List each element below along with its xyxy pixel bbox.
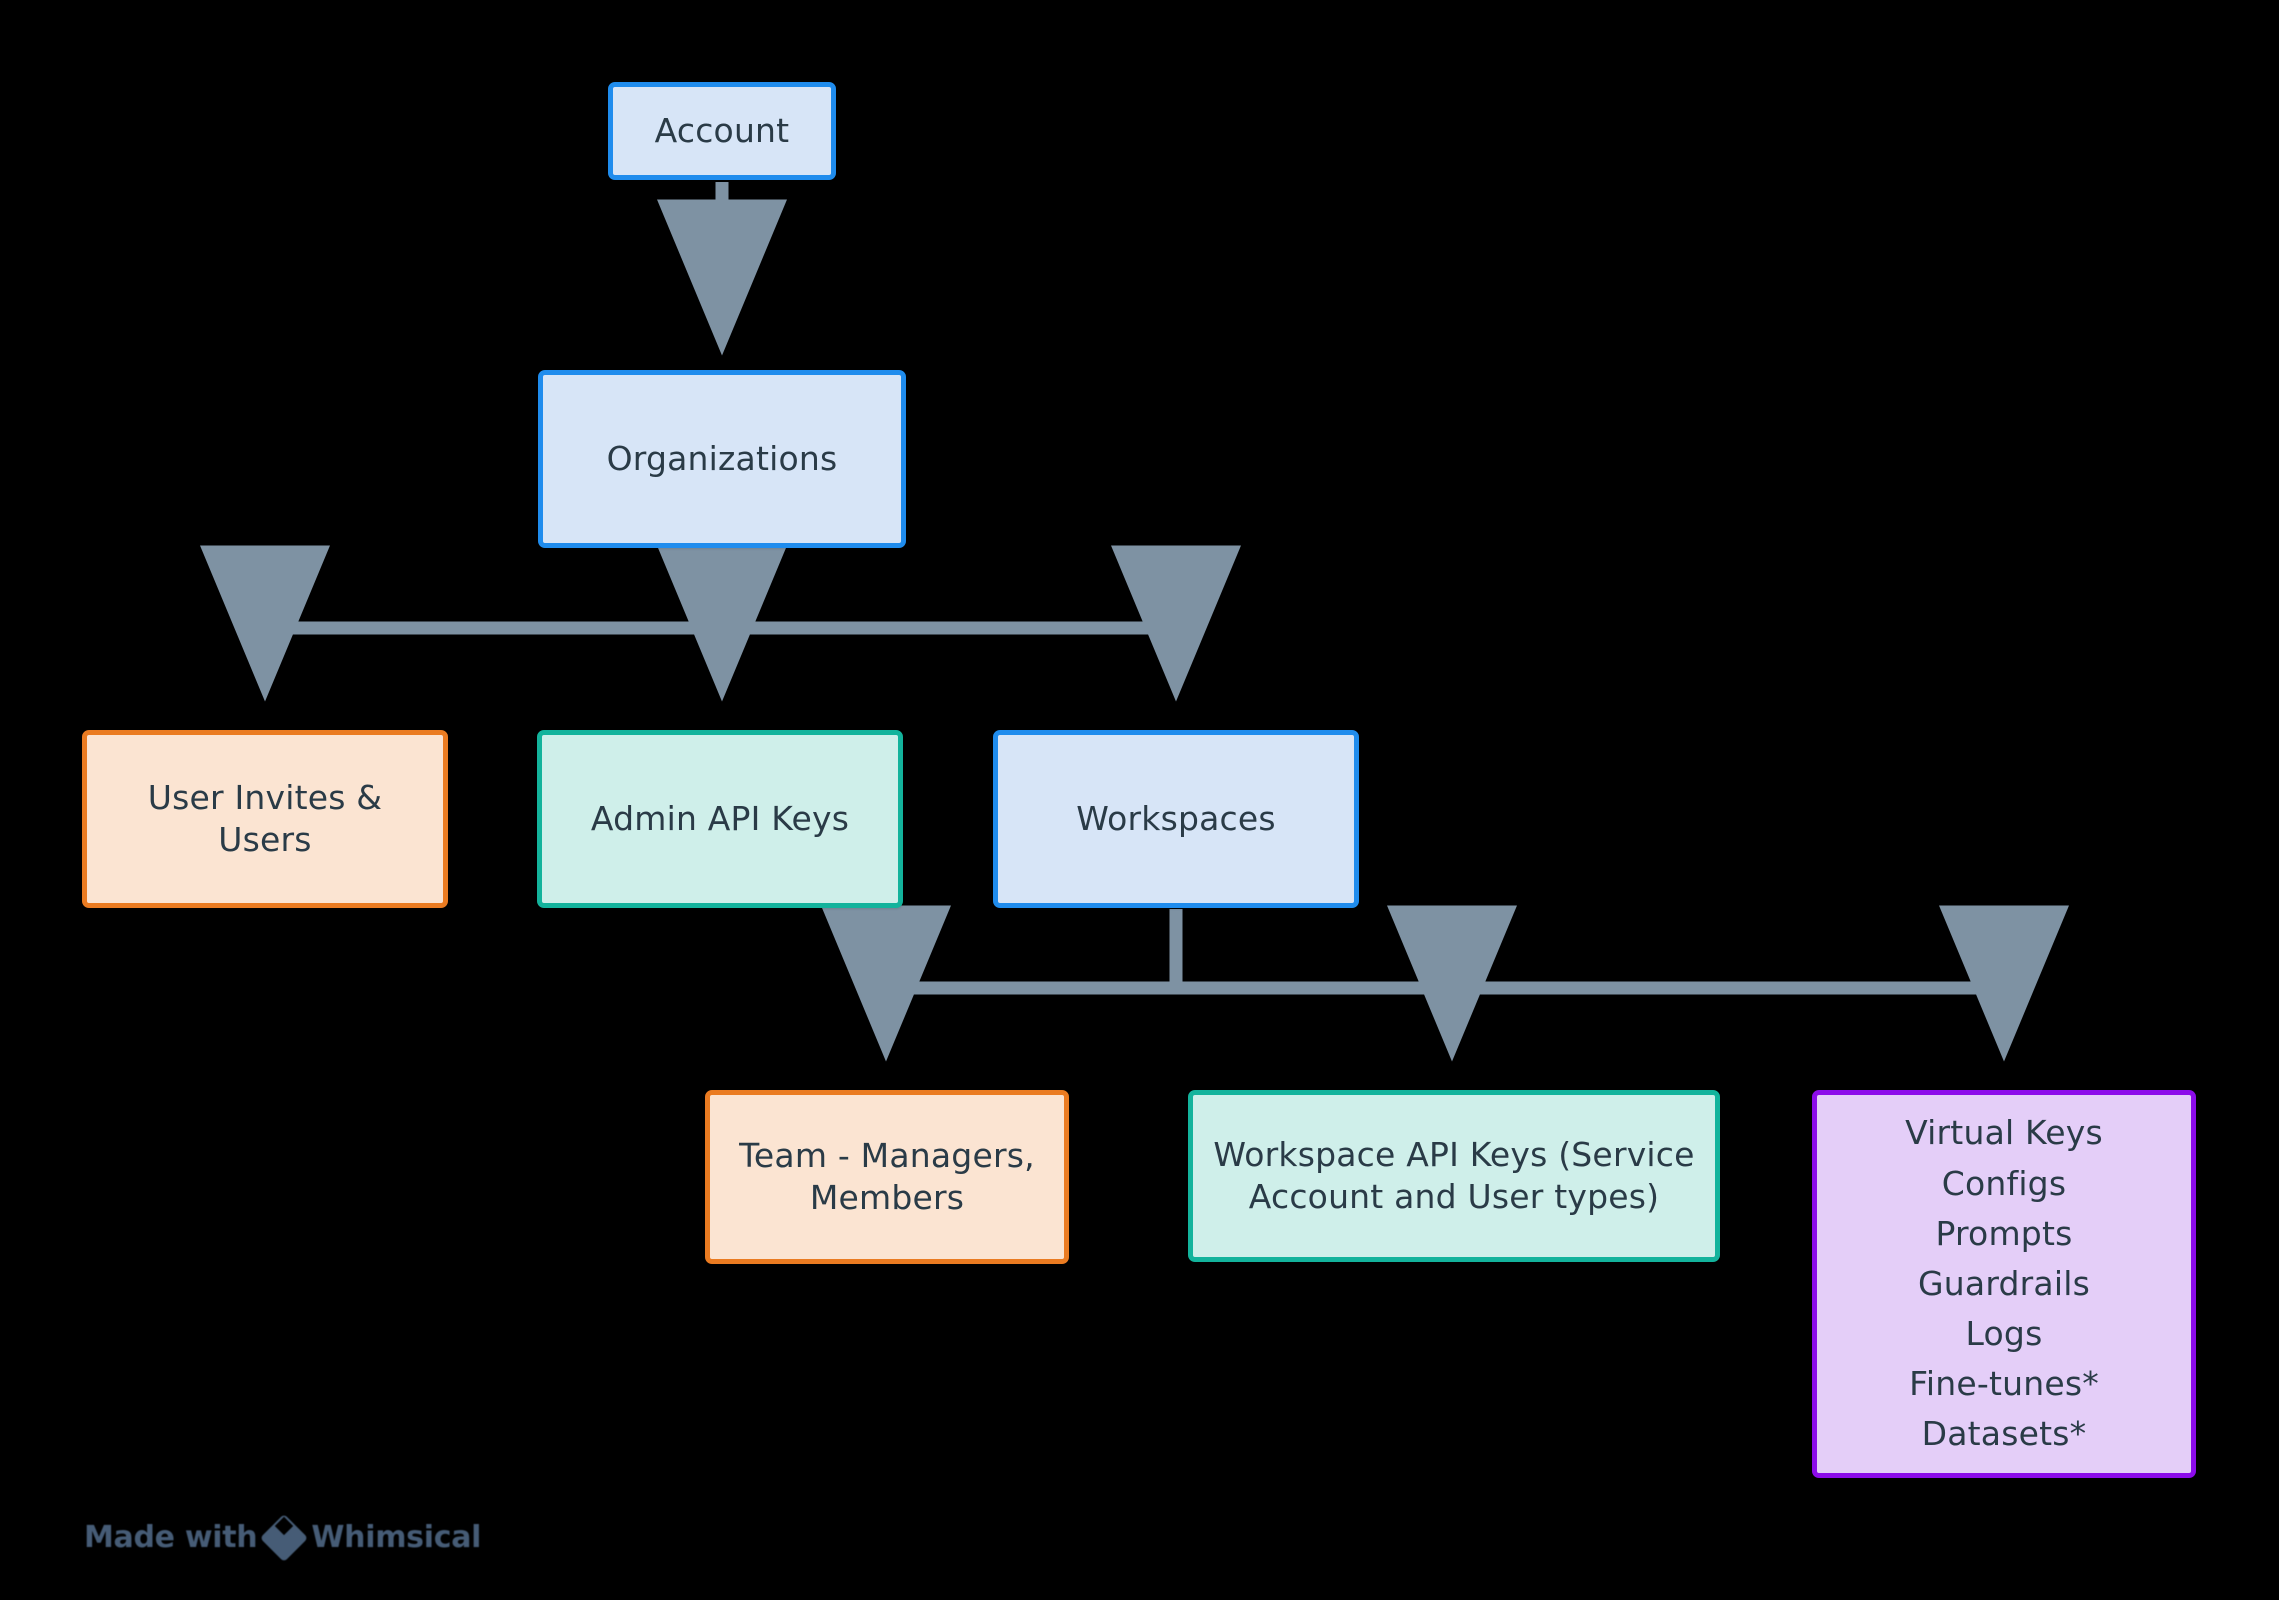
node-workspaces[interactable]: Workspaces	[993, 730, 1359, 908]
node-admin-api-keys[interactable]: Admin API Keys	[537, 730, 903, 908]
edge-workspaces-workspace-api-keys	[1176, 905, 1517, 1062]
node-team-managers-members-label: Team - Managers, Members	[739, 1135, 1035, 1217]
node-workspace-api-keys-label: Workspace API Keys (Service Account and …	[1213, 1134, 1695, 1216]
edge-workspaces-workspace-resources	[1176, 905, 2069, 1062]
watermark-text-after: Whimsical	[311, 1520, 482, 1555]
edge-organizations-user-invites	[200, 545, 722, 702]
edge-organizations-workspaces	[722, 545, 1241, 702]
node-workspaces-label: Workspaces	[1076, 798, 1276, 838]
edge-workspaces-team	[821, 905, 1176, 1062]
whimsical-diamond-logo-icon	[260, 1513, 309, 1562]
node-team-managers-members[interactable]: Team - Managers, Members	[705, 1090, 1069, 1264]
node-organizations-label: Organizations	[606, 438, 838, 478]
watermark-text-before: Made with	[84, 1520, 258, 1555]
node-user-invites-users-label: User Invites & Users	[147, 777, 383, 859]
node-workspace-api-keys[interactable]: Workspace API Keys (Service Account and …	[1188, 1090, 1720, 1262]
node-workspace-resources-label: Virtual Keys Configs Prompts Guardrails …	[1905, 1113, 2103, 1454]
node-admin-api-keys-label: Admin API Keys	[590, 798, 850, 838]
node-workspace-resources[interactable]: Virtual Keys Configs Prompts Guardrails …	[1812, 1090, 2196, 1478]
node-organizations[interactable]: Organizations	[538, 370, 906, 548]
node-account-label: Account	[654, 110, 790, 150]
node-user-invites-users[interactable]: User Invites & Users	[82, 730, 448, 908]
whimsical-watermark: Made with Whimsical	[84, 1513, 482, 1562]
node-account[interactable]: Account	[608, 82, 836, 180]
